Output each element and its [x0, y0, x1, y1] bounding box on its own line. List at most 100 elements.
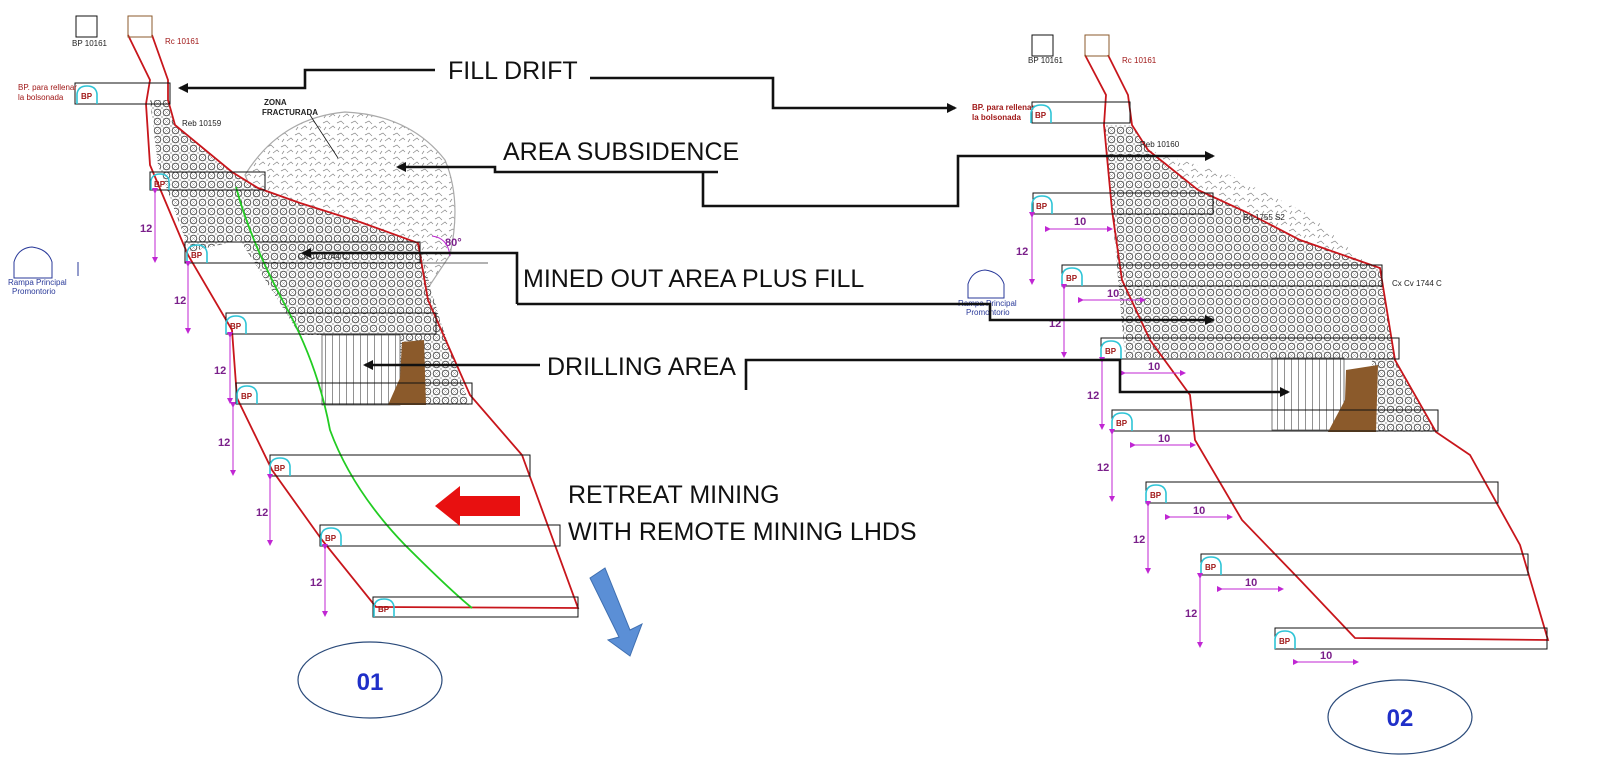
bp-fill-label1-panel02: BP. para rellenar [972, 103, 1035, 112]
panel-02: BP 10161 Rc 10161 BP. para rellenar la b… [958, 34, 1550, 755]
bp-tag: BP [241, 392, 253, 401]
dim-12: 12 [174, 295, 186, 307]
bp-fill-label1-panel01: BP. para rellenar [18, 83, 77, 92]
bp-top-label-panel01: BP 10161 [72, 39, 108, 48]
bp-tag: BP [325, 534, 337, 543]
bp-tag: BP [1205, 563, 1217, 572]
dim-12: 12 [214, 365, 226, 377]
drilling-area-arrow-right [744, 358, 1290, 397]
mined-out-fill-area-panel02 [1105, 125, 1436, 432]
bp-tag: BP [1066, 274, 1078, 283]
drift-level-6 [319, 524, 561, 547]
ramp-label1-panel01: Rampa Principal [8, 278, 67, 287]
bp-tag: BP [1036, 202, 1048, 211]
zona-label1-panel01: ZONA [264, 98, 287, 107]
ramp-label2-panel01: Promontorio [12, 287, 56, 296]
fill-drift-arrow-left [178, 68, 435, 93]
dim-10: 10 [1107, 288, 1119, 300]
dim-12: 12 [1087, 390, 1099, 402]
subsidence-direction-arrow [589, 567, 643, 657]
bp-tags-panel02: BP BP BP BP BP BP BP BP [1030, 104, 1296, 649]
drift-level-6-p2 [1200, 553, 1529, 576]
level-dimensions-panel01 [152, 188, 328, 617]
bp-box-top-panel01 [75, 15, 98, 38]
orebody-outline-panel02 [1084, 54, 1550, 641]
bp-fill-label2-panel02: la bolsonada [972, 113, 1021, 122]
cx-label-panel01: Cx Cv 1744 C [298, 252, 348, 261]
fill-drift-label: FILL DRIFT [448, 57, 578, 85]
bp-tag: BP [81, 92, 93, 101]
bp-tag: BP [274, 464, 286, 473]
drift-level-7 [372, 596, 579, 618]
area-subsidence-label: AREA SUBSIDENCE [503, 138, 739, 166]
mined-out-label: MINED OUT AREA PLUS FILL [523, 265, 864, 293]
ramp-icon-panel02 [967, 269, 1005, 299]
pillar-dimensions-panel02 [1045, 226, 1359, 665]
stage-number-02: 02 [1387, 705, 1414, 732]
dim-10: 10 [1158, 433, 1170, 445]
dim-12: 12 [1097, 462, 1109, 474]
drilling-area-label: DRILLING AREA [547, 353, 736, 381]
dim-10: 10 [1074, 216, 1086, 228]
bp-tag: BP [1150, 491, 1162, 500]
rubble-zone-panel02 [1148, 150, 1365, 262]
dim-10: 10 [1148, 361, 1160, 373]
bp-box-top-panel02 [1031, 34, 1054, 57]
stage-number-01: 01 [357, 669, 384, 696]
rc-top-label-panel02: Rc 10161 [1122, 56, 1157, 65]
retreat-direction-arrow [435, 486, 520, 526]
dim-12: 12 [1185, 608, 1197, 620]
bp-top-label-panel02: BP 10161 [1028, 56, 1064, 65]
drift-level-1 [149, 171, 266, 191]
level-dimensions-panel02 [1029, 212, 1203, 648]
area-subsidence-arrow-right [701, 151, 1215, 208]
drilling-area-panel02 [1271, 357, 1345, 431]
panel-01: BP 10161 Rc 10161 BP. para rellenar la b… [8, 15, 580, 719]
retreat-mining-label-line2: WITH REMOTE MINING LHDS [568, 518, 917, 546]
drift-level-0-p2 [1031, 101, 1131, 124]
backfill-panel02 [1328, 365, 1378, 432]
drift-level-4 [235, 382, 473, 405]
rc-top-label-panel01: Rc 10161 [165, 37, 200, 46]
bp-tag: BP [191, 251, 203, 260]
bp-tags-panel01: BP BP BP BP BP BP BP BP [76, 85, 395, 617]
drilling-area-panel01 [321, 334, 401, 406]
retreat-mining-label-line1: RETREAT MINING [568, 481, 780, 509]
callout-arrows [178, 68, 1290, 397]
backfill-panel01 [388, 340, 426, 405]
stage-circle-01 [297, 641, 443, 719]
mined-out-arrow-right [517, 302, 1215, 325]
bp-fill-label2-panel01: la bolsonada [18, 93, 64, 102]
reb-label-panel01: Reb 10159 [182, 119, 222, 128]
bp-tag: BP [378, 605, 390, 614]
rc-box-top-panel01 [127, 15, 153, 38]
dim-10: 10 [1193, 505, 1205, 517]
stage-circle-02 [1327, 679, 1473, 755]
dim-12: 12 [140, 223, 152, 235]
dim-12: 12 [256, 507, 268, 519]
mined-out-arrow-left [301, 248, 519, 304]
bp-tag: BP [230, 322, 242, 331]
rc-box-top-panel02 [1084, 34, 1110, 57]
dim-12: 12 [218, 437, 230, 449]
bp-tag: BP [154, 180, 166, 189]
drift-level-5-p2 [1145, 481, 1499, 504]
bp-tag: BP [1279, 637, 1291, 646]
dim-10: 10 [1320, 650, 1332, 662]
bp-tag: BP [1035, 111, 1047, 120]
angle-label-panel01: 80° [445, 237, 462, 249]
dim-12: 12 [1133, 534, 1145, 546]
level-tag-panel02: Bd 1755 S2 [1243, 213, 1285, 222]
drift-level-5 [269, 454, 531, 477]
dim-12: 12 [310, 577, 322, 589]
bp-tag: BP [1116, 419, 1128, 428]
zona-label2-panel01: FRACTURADA [262, 108, 318, 117]
dim-12: 12 [1016, 246, 1028, 258]
ramp-label2-panel02: Promontorio [966, 308, 1010, 317]
ramp-icon-panel01 [13, 246, 53, 279]
drift-level-1-p2 [1032, 192, 1214, 215]
area-subsidence-arrow-left [396, 162, 718, 174]
reb-label-panel02: Reb 10160 [1140, 140, 1180, 149]
bp-tag: BP [1105, 347, 1117, 356]
